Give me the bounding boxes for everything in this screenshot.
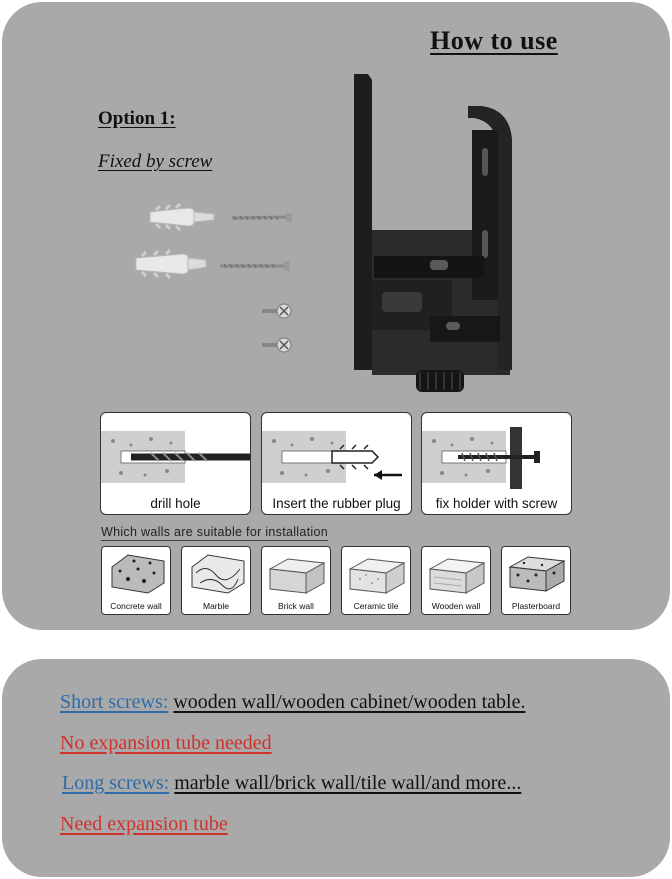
- brick-wall-icon: [268, 558, 326, 594]
- step-insert-plug: Insert the rubber plug: [261, 412, 412, 515]
- concrete-wall-icon: [111, 554, 165, 594]
- screw-kit-illustration: [135, 202, 292, 353]
- wall-label: Marble: [203, 601, 229, 611]
- step-label: drill hole: [150, 496, 201, 511]
- marble-icon: [191, 554, 245, 594]
- plasterboard-icon: [508, 556, 566, 592]
- bracket-holder-illustration: [354, 74, 512, 392]
- option-method: Fixed by screw: [98, 151, 213, 172]
- expansion-plug-icon: [135, 248, 207, 280]
- option-heading: Option 1:: [98, 108, 176, 129]
- wall-label: Plasterboard: [511, 601, 561, 611]
- long-screws-label: Long screws:: [62, 772, 170, 794]
- long-screws-note: Need expansion tube: [60, 813, 228, 835]
- short-screw-icon: [262, 303, 292, 319]
- ceramic-tile-icon: [348, 558, 406, 594]
- step-label: fix holder with screw: [435, 496, 558, 511]
- wall-type-plasterboard: Plasterboard: [501, 546, 571, 615]
- instructions-panel: [2, 2, 670, 630]
- drill-hole-icon: [101, 431, 250, 483]
- step-drill-hole: drill hole: [100, 412, 251, 515]
- page-title: How to use: [430, 26, 558, 55]
- short-screws-note: No expansion tube needed: [60, 732, 272, 754]
- fix-screw-icon: [422, 427, 540, 489]
- wall-label: Wooden wall: [431, 601, 481, 611]
- wooden-wall-icon: [428, 558, 486, 594]
- short-screws-text: wooden wall/wooden cabinet/wooden table.: [173, 691, 526, 713]
- insert-plug-icon: [262, 431, 402, 483]
- wall-type-concrete: Concrete wall: [101, 546, 171, 615]
- long-screws-text: marble wall/brick wall/tile wall/and mor…: [174, 772, 522, 794]
- step-fix-screw: fix holder with screw: [421, 412, 572, 515]
- wall-type-marble: Marble: [181, 546, 251, 615]
- long-screw-icon: [220, 261, 290, 271]
- short-screws-label: Short screws:: [60, 691, 169, 713]
- screw-notes-panel: [2, 659, 670, 877]
- short-screws-line: Short screws: wooden wall/wooden cabinet…: [60, 691, 525, 714]
- long-screw-icon: [231, 213, 292, 222]
- short-screw-icon: [262, 337, 292, 353]
- expansion-plug-icon: [149, 202, 215, 232]
- step-label: Insert the rubber plug: [272, 496, 401, 511]
- wall-type-brick: Brick wall: [261, 546, 331, 615]
- long-screws-line: Long screws: marble wall/brick wall/tile…: [62, 772, 521, 795]
- wall-label: Ceramic tile: [353, 601, 399, 611]
- wall-label: Concrete wall: [110, 601, 162, 611]
- wall-type-wooden: Wooden wall: [421, 546, 491, 615]
- walls-heading: Which walls are suitable for installatio…: [101, 525, 328, 541]
- wall-type-ceramic: Ceramic tile: [341, 546, 411, 615]
- wall-label: Brick wall: [278, 601, 314, 611]
